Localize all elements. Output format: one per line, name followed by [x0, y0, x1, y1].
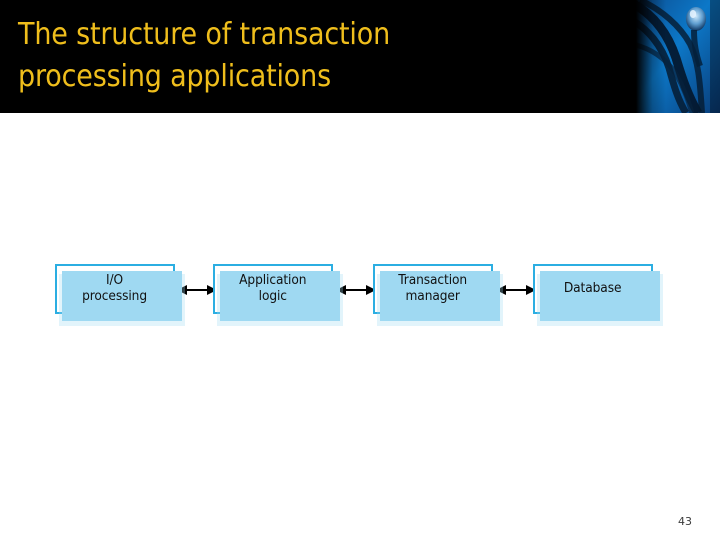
- connector-io-to-application: [177, 282, 217, 298]
- node-label-line-2: logic: [258, 289, 288, 304]
- node-label: Transaction manager: [399, 273, 468, 305]
- double-arrow-icon: [177, 285, 217, 295]
- cables-photo-icon: [636, 0, 720, 113]
- diagram-node-io-processing[interactable]: I/O processing: [55, 264, 185, 326]
- page-number: 43: [678, 515, 692, 528]
- node-label-line-2: manager: [405, 289, 461, 304]
- header-decorative-photo: [636, 0, 720, 113]
- node-label-line-1: I/O: [106, 273, 124, 288]
- node-label-line-1: Database: [564, 281, 622, 296]
- connector-application-to-transaction: [336, 282, 376, 298]
- diagram-node-application-logic[interactable]: Application logic: [213, 264, 343, 326]
- page-title-line-2: processing applications: [18, 59, 331, 94]
- connector-transaction-to-database: [496, 282, 536, 298]
- node-label: Database: [564, 281, 622, 297]
- diagram-node-transaction-manager[interactable]: Transaction manager: [373, 264, 503, 326]
- page-title-line-1: The structure of transaction: [18, 17, 391, 52]
- node-label-line-2: processing: [82, 289, 148, 304]
- node-label: I/O processing: [83, 273, 148, 305]
- node-label-line-1: Transaction: [398, 273, 468, 288]
- slide-header-band: The structure of transaction processing …: [0, 0, 720, 113]
- double-arrow-icon: [336, 285, 376, 295]
- double-arrow-icon: [496, 285, 536, 295]
- node-label-line-1: Application: [239, 273, 307, 288]
- page-title: The structure of transaction processing …: [18, 14, 628, 98]
- transaction-processing-diagram: I/O processing Application logic: [0, 255, 720, 335]
- node-label: Application logic: [239, 273, 306, 305]
- diagram-node-database[interactable]: Database: [533, 264, 663, 326]
